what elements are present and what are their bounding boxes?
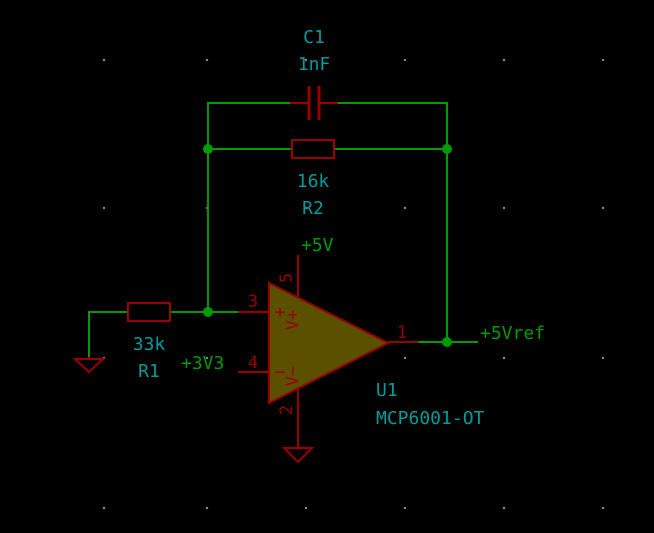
- wire-r1-ground: [88, 311, 128, 357]
- junction-dot: [442, 144, 452, 154]
- capacitor-icon[interactable]: [290, 86, 338, 120]
- c1-value-label: 1nF: [298, 54, 331, 75]
- grid-dot: [403, 356, 407, 360]
- net-label-plus5v: +5V: [301, 235, 334, 256]
- pin-number-2: 2: [277, 405, 297, 415]
- wire-cap-right: [338, 102, 448, 342]
- junctions: [203, 144, 452, 347]
- ground-symbol-icon: [281, 430, 315, 464]
- ground-symbol-icon: [72, 357, 106, 374]
- net-label-plus3v3: +3V3: [181, 353, 224, 374]
- grid-dot: [601, 506, 605, 510]
- vplus-label: V+: [283, 310, 303, 330]
- resistor-icon[interactable]: [291, 139, 335, 159]
- grid-dot: [102, 206, 106, 210]
- pin-number-5: 5: [277, 273, 297, 283]
- grid-dot: [403, 206, 407, 210]
- grid-dot: [205, 58, 209, 62]
- input-plus-sign: +: [275, 302, 286, 323]
- wires: [88, 102, 478, 357]
- wire-cap-left: [207, 102, 290, 312]
- grid-dot: [403, 58, 407, 62]
- junction-dot: [442, 337, 452, 347]
- r2-value-label: 16k: [297, 171, 330, 192]
- opamp-icon[interactable]: [238, 255, 418, 430]
- resistor-icon[interactable]: [127, 302, 171, 322]
- u1-value-label: MCP6001-OT: [376, 408, 485, 429]
- pin-number-3: 3: [248, 292, 258, 312]
- u1-ref-label: U1: [376, 380, 398, 401]
- grid-dot: [205, 506, 209, 510]
- grid-dot: [205, 356, 209, 360]
- grid-dot: [601, 58, 605, 62]
- grid-dot: [403, 506, 407, 510]
- r2-ref-label: R2: [302, 198, 324, 219]
- grid-dot: [102, 506, 106, 510]
- r1-ref-label: R1: [138, 361, 160, 382]
- junction-dot: [203, 144, 213, 154]
- r1-value-label: 33k: [133, 334, 166, 355]
- vminus-label: V−: [283, 366, 303, 386]
- grid-dot: [601, 206, 605, 210]
- pin-number-4: 4: [248, 353, 258, 373]
- grid-dot: [304, 58, 308, 62]
- grid-dot: [304, 506, 308, 510]
- grid-dot: [102, 58, 106, 62]
- grid-dot: [502, 506, 506, 510]
- grid-dot: [502, 58, 506, 62]
- grid-dot: [502, 356, 506, 360]
- grid-dot: [304, 206, 308, 210]
- grid-dot: [601, 356, 605, 360]
- grid-dot: [502, 206, 506, 210]
- c1-ref-label: C1: [303, 27, 325, 48]
- input-minus-sign: −: [275, 362, 286, 383]
- net-label-plus5vref: +5Vref: [480, 323, 545, 344]
- pin-number-1: 1: [397, 323, 407, 343]
- junction-dot: [203, 307, 213, 317]
